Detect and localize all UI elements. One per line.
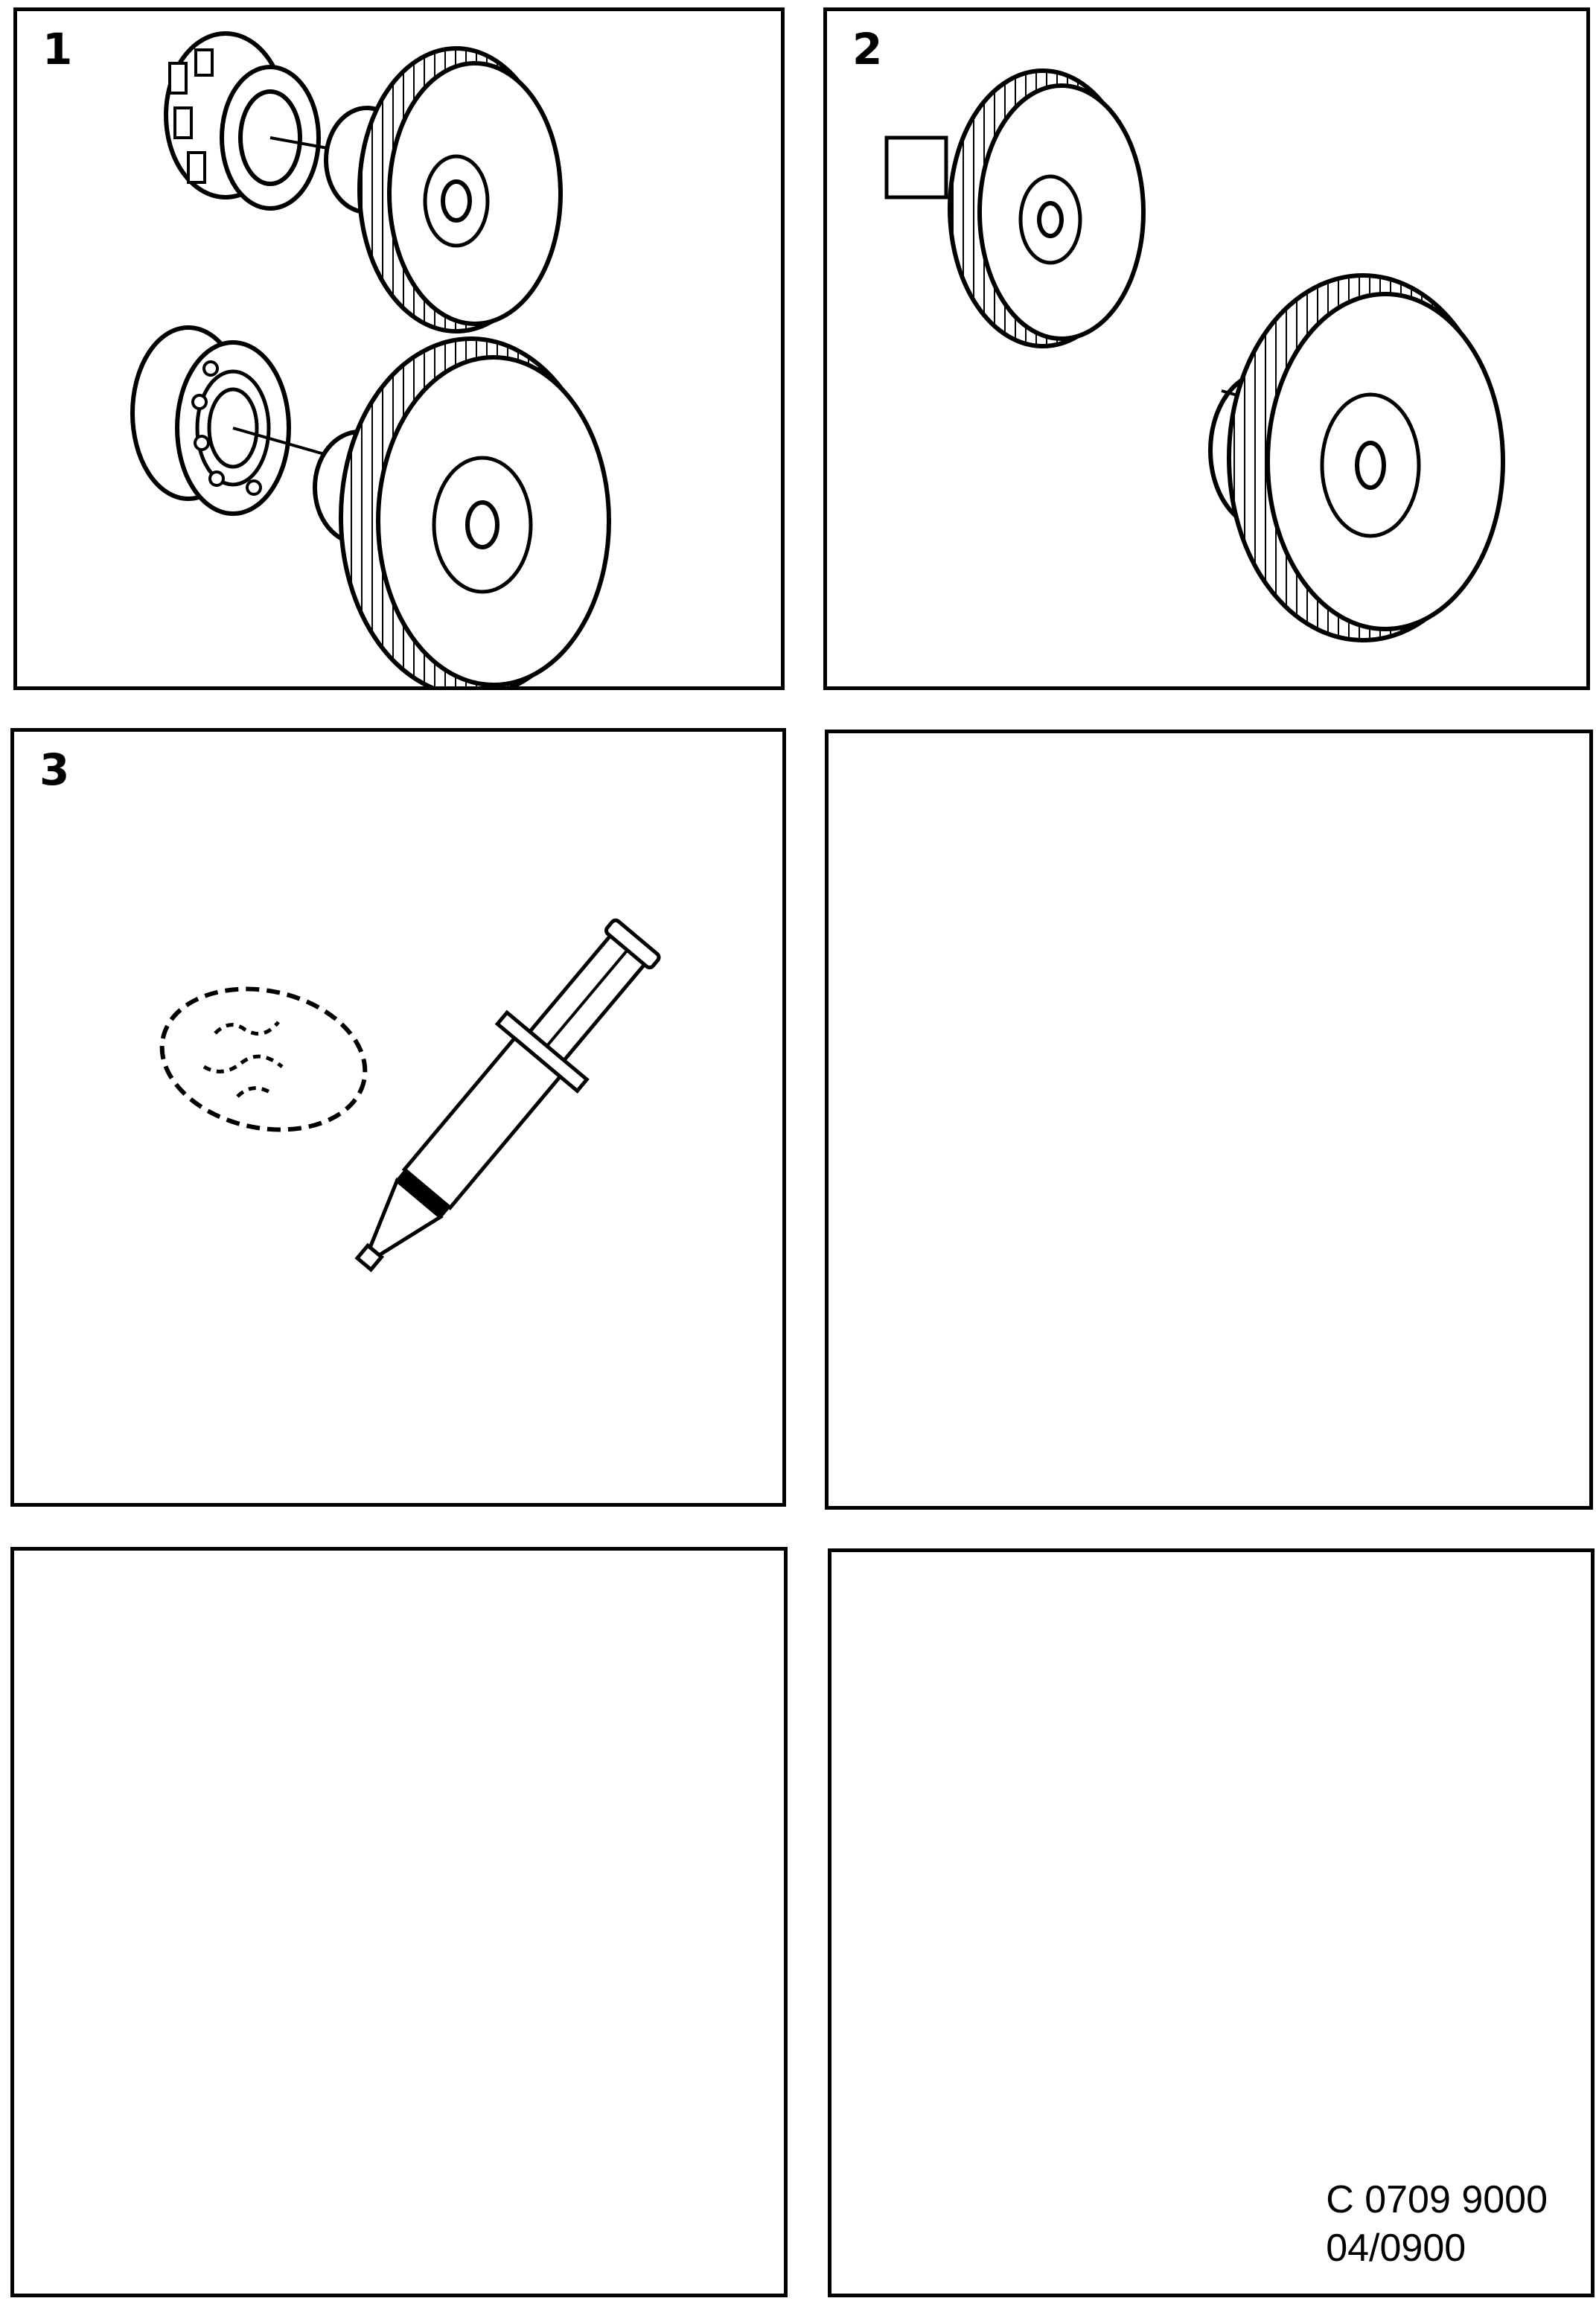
bearing-icon xyxy=(130,325,291,516)
gear-icon xyxy=(313,336,611,686)
gear-icon xyxy=(324,46,563,334)
gear-icon xyxy=(884,68,1146,348)
bearing-gear-illustration xyxy=(130,31,611,686)
step-number: 2 xyxy=(852,24,883,74)
panel-step-2: 2 xyxy=(823,7,1590,690)
doc-date: 04/0900 xyxy=(1326,2227,1466,2270)
step-number: 1 xyxy=(42,24,73,74)
panel-step-3: 3 xyxy=(10,728,786,1507)
doc-code: C 0709 9000 xyxy=(1326,2178,1548,2221)
panel-empty xyxy=(825,730,1593,1510)
document-reference: C 0709 9000 04/0900 xyxy=(1326,2176,1548,2273)
grease-syringe-illustration xyxy=(159,918,661,1272)
gear-icon xyxy=(1208,273,1505,642)
panel-step-1: 1 xyxy=(13,7,785,690)
bearing-icon xyxy=(164,31,321,211)
panel-empty: C 0709 9000 04/0900 xyxy=(828,1548,1595,2297)
panel-empty xyxy=(10,1547,788,2297)
grease-blob-icon xyxy=(159,986,368,1132)
assembled-gears-illustration xyxy=(884,68,1505,642)
step-number: 3 xyxy=(39,744,70,795)
syringe-icon xyxy=(354,918,661,1272)
